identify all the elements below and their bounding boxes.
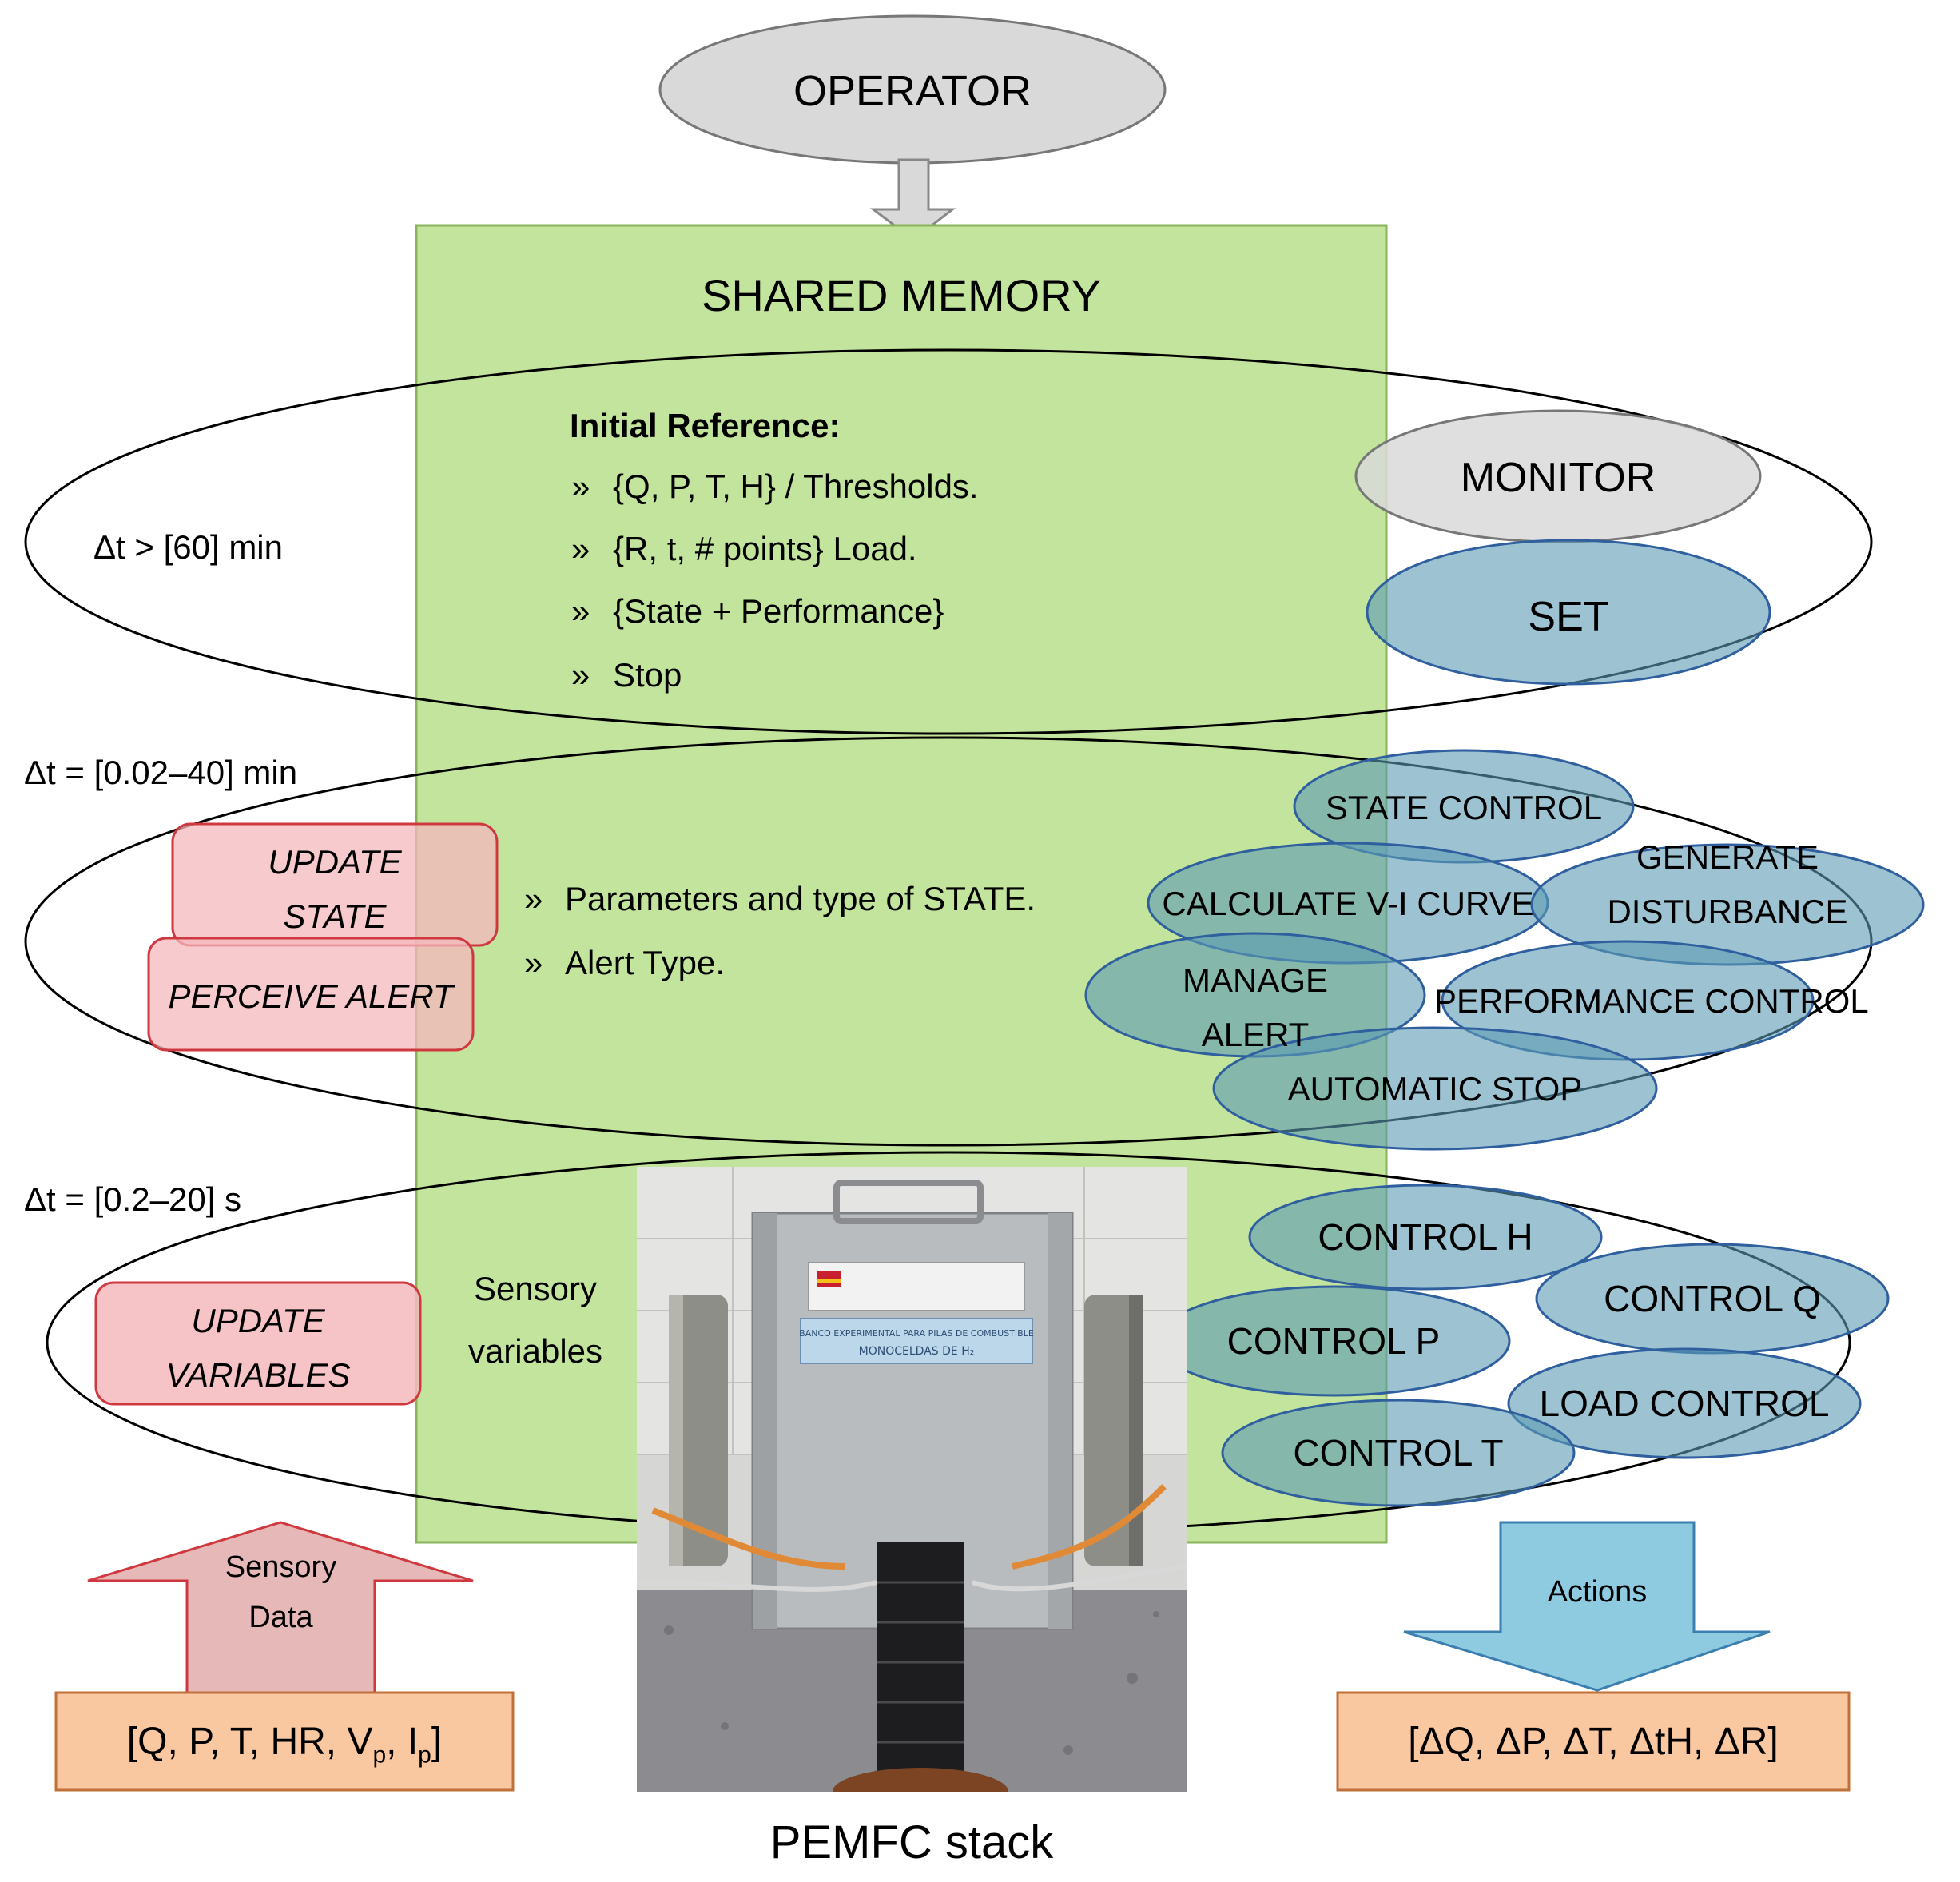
load-control-label: LOAD CONTROL bbox=[1539, 1383, 1830, 1424]
initial-reference-item: Stop bbox=[613, 656, 682, 694]
shared-memory-title: SHARED MEMORY bbox=[702, 270, 1101, 320]
layer-time-label-medium: Δt = [0.02–40] min bbox=[24, 754, 298, 791]
control-q-label: CONTROL Q bbox=[1604, 1278, 1821, 1319]
calculate-vi-curve-label: CALCULATE V-I CURVE bbox=[1162, 885, 1534, 922]
monitor-label: MONITOR bbox=[1460, 455, 1656, 501]
perceive-alert-box bbox=[147, 937, 475, 1052]
control-h-label: CONTROL H bbox=[1318, 1216, 1533, 1258]
layer-time-label-fast: Δt = [0.2–20] s bbox=[24, 1180, 242, 1218]
inputs-text: [Q, P, T, HR, V bbox=[126, 1721, 373, 1763]
photo-panel-title: BANCO EXPERIMENTAL PARA PILAS DE COMBUST… bbox=[799, 1328, 1034, 1339]
initial-reference-item: {Q, P, T, H} / Thresholds. bbox=[613, 468, 979, 505]
pemfc-stack-photo: BANCO EXPERIMENTAL PARA PILAS DE COMBUST… bbox=[637, 1167, 1187, 1792]
initial-reference-item: {R, t, # points} Load. bbox=[613, 530, 917, 567]
initial-reference-heading: Initial Reference: bbox=[570, 407, 841, 444]
control-t-ellipse bbox=[1221, 1399, 1576, 1507]
layer-ellipse-slow bbox=[24, 348, 1873, 735]
automatic-stop-ellipse bbox=[1212, 1026, 1658, 1151]
sensory-data-label: Data bbox=[248, 1601, 313, 1634]
set-label: SET bbox=[1528, 594, 1609, 640]
update-variables-box bbox=[94, 1281, 422, 1406]
state-item: Alert Type. bbox=[565, 944, 725, 981]
bullet: » bbox=[571, 530, 590, 567]
inputs-text: ] bbox=[431, 1721, 443, 1763]
update-state-label: UPDATE bbox=[268, 843, 402, 881]
actions-arrow bbox=[1403, 1521, 1771, 1692]
set-ellipse bbox=[1366, 539, 1771, 686]
control-h-ellipse bbox=[1248, 1184, 1603, 1291]
inputs-sub: p bbox=[372, 1741, 387, 1769]
update-state-label: STATE bbox=[283, 897, 387, 935]
load-control-ellipse bbox=[1507, 1347, 1862, 1459]
automatic-stop-label: AUTOMATIC STOP bbox=[1287, 1070, 1583, 1108]
sensory-data-label: Sensory bbox=[225, 1550, 337, 1584]
bullet: » bbox=[524, 944, 543, 981]
perceive-alert-label: PERCEIVE ALERT bbox=[168, 977, 454, 1015]
photo-panel-subtitle: MONOCELDAS DE H₂ bbox=[859, 1345, 975, 1358]
layer-time-label-slow: Δt > [60] min bbox=[93, 528, 283, 566]
generate-disturbance-label: DISTURBANCE bbox=[1607, 893, 1848, 930]
control-p-label: CONTROL P bbox=[1226, 1320, 1441, 1362]
sensory-variables-label: Sensory bbox=[473, 1270, 598, 1307]
pemfc-stack-caption: PEMFC stack bbox=[769, 1816, 1054, 1868]
manage-alert-label: MANAGE bbox=[1182, 961, 1329, 999]
sensory-data-arrow bbox=[87, 1521, 474, 1694]
bullet: » bbox=[571, 592, 590, 630]
operator-label: OPERATOR bbox=[793, 67, 1032, 115]
outputs-label: [ΔQ, ΔP, ΔT, ΔtH, ΔR] bbox=[1408, 1721, 1779, 1763]
control-t-label: CONTROL T bbox=[1293, 1432, 1504, 1474]
update-variables-label: UPDATE bbox=[191, 1302, 325, 1339]
outputs-box bbox=[1336, 1691, 1851, 1792]
pemfc-stack-illustration: BANCO EXPERIMENTAL PARA PILAS DE COMBUST… bbox=[637, 1167, 1187, 1792]
initial-reference-item: {State + Performance} bbox=[613, 592, 944, 630]
update-variables-label: VARIABLES bbox=[165, 1356, 351, 1394]
state-item: Parameters and type of STATE. bbox=[565, 880, 1036, 917]
generate-disturbance-label: GENERATE bbox=[1636, 838, 1819, 876]
inputs-sub: p bbox=[418, 1741, 431, 1769]
state-control-label: STATE CONTROL bbox=[1325, 789, 1603, 826]
manage-alert-label: ALERT bbox=[1201, 1016, 1310, 1053]
bullet: » bbox=[524, 880, 543, 917]
bullet: » bbox=[571, 468, 590, 505]
inputs-box bbox=[54, 1691, 515, 1792]
inputs-label: [Q, P, T, HR, Vp, Ip] bbox=[56, 1723, 513, 1768]
bullet: » bbox=[571, 656, 590, 694]
inputs-text: , I bbox=[386, 1721, 419, 1763]
actions-label: Actions bbox=[1547, 1575, 1648, 1609]
performance-control-label: PERFORMANCE CONTROL bbox=[1434, 982, 1869, 1020]
sensory-variables-label: variables bbox=[467, 1332, 603, 1370]
